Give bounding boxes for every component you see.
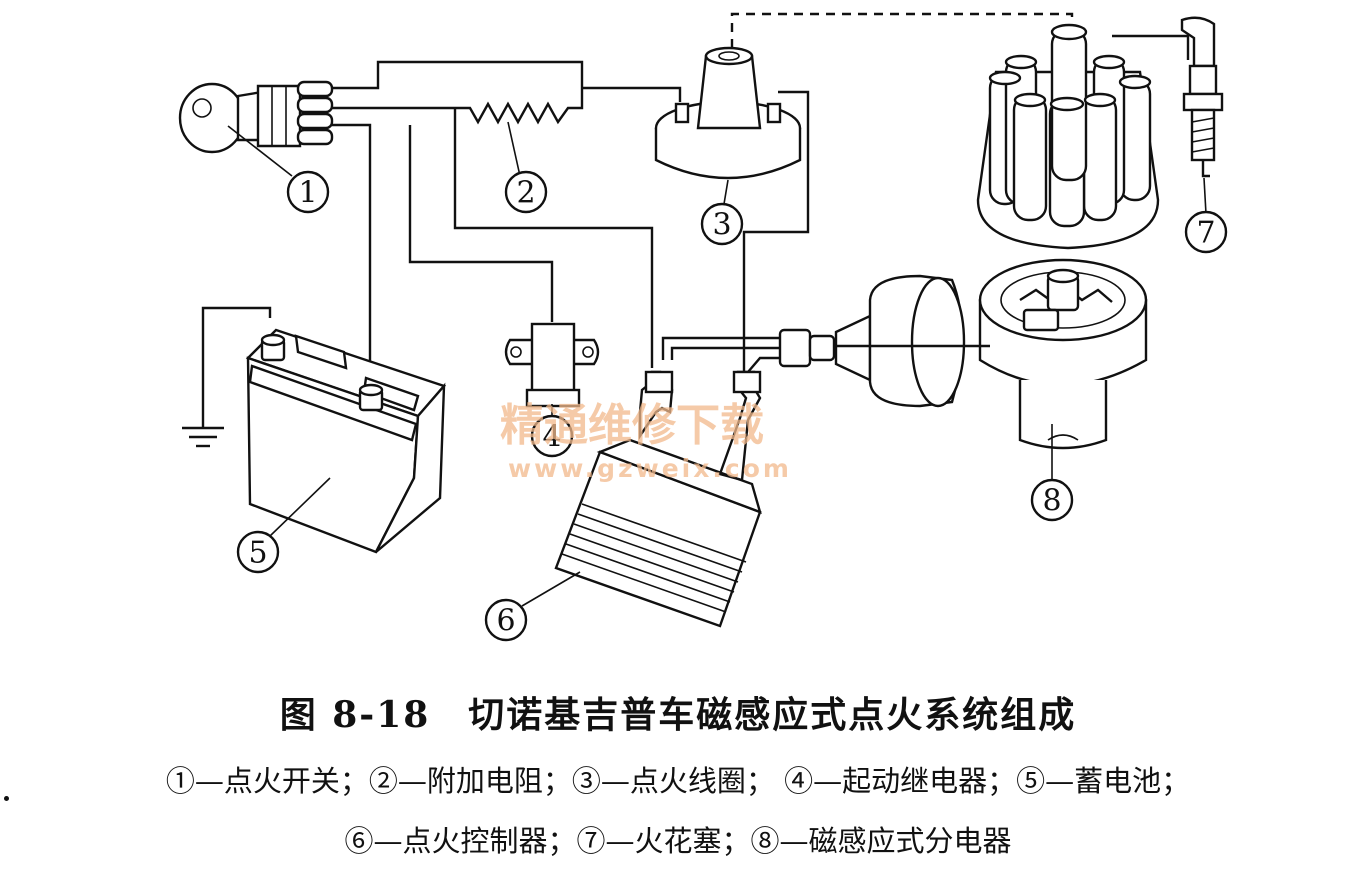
- spark-plug: [1180, 16, 1224, 178]
- callout-7: 7: [1184, 210, 1228, 254]
- callout-6-label: 6: [496, 604, 515, 639]
- callout-3: 3: [700, 202, 744, 246]
- callout-2-label: 2: [516, 176, 535, 211]
- ignition-switch: [178, 80, 334, 154]
- callout-4: 4: [530, 414, 574, 458]
- margin-dot: [4, 796, 9, 801]
- callout-5: 5: [236, 530, 280, 574]
- wiring: [182, 12, 1190, 448]
- callout-1: 1: [286, 170, 330, 214]
- callout-7-label: 7: [1196, 216, 1215, 251]
- callout-2: 2: [504, 170, 548, 214]
- callout-4-label: 4: [542, 420, 561, 455]
- callout-8-label: 8: [1042, 484, 1061, 519]
- callout-3-label: 3: [712, 208, 731, 243]
- battery: [245, 328, 447, 554]
- callouts: 1 2 3 4 5 6 7 8: [236, 170, 1228, 642]
- callout-8: 8: [1030, 478, 1074, 522]
- watermark-url: www.gzweix.com: [508, 454, 792, 483]
- leader-lines: [227, 121, 1207, 607]
- magnetic-distributor: [778, 258, 1148, 450]
- callout-6: 6: [484, 598, 528, 642]
- watermark-text: 精通维修下载: [500, 400, 764, 451]
- figure-title: 图 8-18 切诺基吉普车磁感应式点火系统组成: [279, 694, 1077, 736]
- callout-1-label: 1: [298, 176, 317, 211]
- callout-5-label: 5: [248, 536, 267, 571]
- ignition-coil: [654, 46, 802, 180]
- ignition-control-module: [554, 370, 762, 628]
- watermark: 精通维修下载 www.gzweix.com: [500, 400, 792, 483]
- distributor-cap: [976, 23, 1160, 250]
- legend-line-2: ⑥—点火控制器；⑦—火花塞；⑧—磁感应式分电器: [344, 824, 1012, 858]
- starter-relay: [504, 322, 600, 408]
- ignition-system-diagram: 1 2 3 4 5 6 7 8 精通维修: [178, 12, 1228, 642]
- legend-line-1: ①—点火开关；②—附加电阻；③—点火线圈； ④—起动继电器；⑤—蓄电池；: [165, 764, 1191, 798]
- resistor-coil: [455, 88, 584, 125]
